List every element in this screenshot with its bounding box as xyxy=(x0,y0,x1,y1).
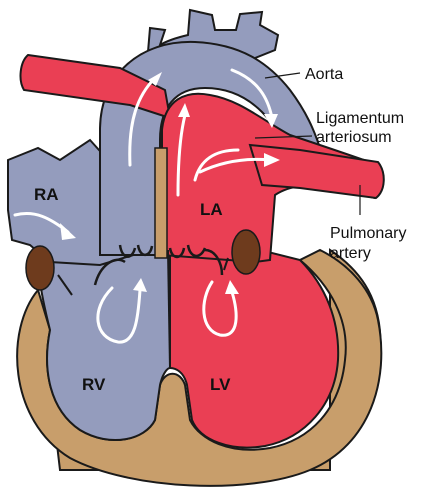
label-rv: RV xyxy=(82,375,106,394)
label-pulmonary-2: artery xyxy=(330,245,371,262)
vessel-top-left xyxy=(19,53,172,120)
flow-arrow-la-up xyxy=(176,113,187,197)
tricuspid-valve-ring xyxy=(25,245,55,291)
arrowhead-pa xyxy=(264,153,280,167)
flow-arrow-rv xyxy=(96,286,142,344)
arrowhead-trunk xyxy=(148,72,162,86)
arrowhead-lv xyxy=(225,280,239,294)
leader-aorta xyxy=(264,72,301,79)
arrowhead-aorta xyxy=(264,114,278,128)
mitral-valve-ring xyxy=(231,229,261,275)
flow-arrow-aorta xyxy=(230,68,274,120)
arrowhead-rv xyxy=(133,278,147,292)
label-lv: LV xyxy=(210,375,231,394)
label-la: LA xyxy=(200,200,223,219)
flow-arrow-trunk xyxy=(128,76,157,167)
leader-ligamentum xyxy=(254,135,313,139)
label-aorta: Aorta xyxy=(305,66,343,83)
valve-leaflets-right xyxy=(93,244,154,286)
left-ventricle xyxy=(169,238,340,449)
septum-line xyxy=(167,249,171,369)
valve-chord-right xyxy=(57,274,73,296)
label-ra: RA xyxy=(34,185,59,204)
pulmonary-artery-vessel xyxy=(248,143,385,200)
valve-chord-left xyxy=(223,257,229,271)
arrowhead-la-up xyxy=(178,103,190,117)
label-ligamentum-2: arteriosum xyxy=(316,129,392,146)
arrowhead-ra xyxy=(60,223,76,240)
label-pulmonary-1: Pulmonary xyxy=(330,225,406,242)
ligamentum-arteriosum xyxy=(154,147,168,259)
flow-arrowheads xyxy=(60,72,280,294)
leader-lines xyxy=(254,72,361,215)
flow-arrows xyxy=(13,68,274,344)
label-ligamentum-1: Ligamentum xyxy=(316,110,404,127)
valve-leaflets-left xyxy=(168,244,224,276)
flow-arrow-lv xyxy=(202,280,238,337)
